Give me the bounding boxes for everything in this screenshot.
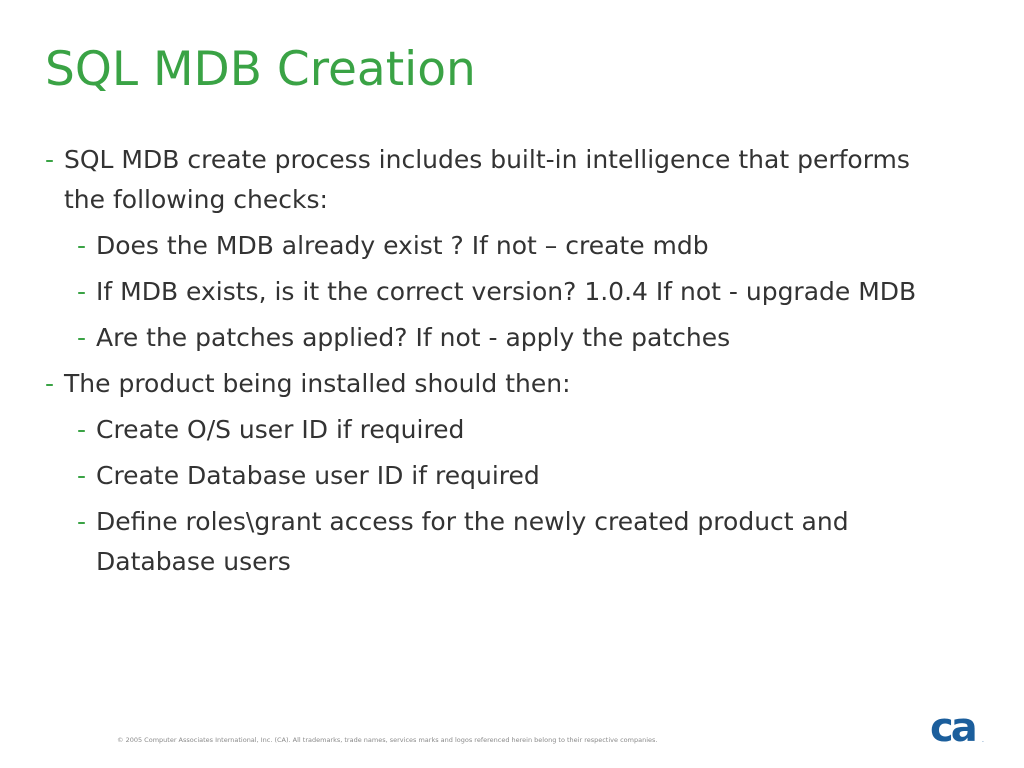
- sub-bullet-item: - Create O/S user ID if required: [45, 410, 925, 450]
- sub-bullet-item: - Define roles\grant access for the newl…: [45, 502, 925, 582]
- bullet-text: Create Database user ID if required: [96, 461, 540, 490]
- bullet-text: The product being installed should then:: [64, 369, 571, 398]
- bullet-dash: -: [77, 231, 87, 260]
- bullet-text: Define roles\grant access for the newly …: [96, 507, 849, 576]
- bullet-text: If MDB exists, is it the correct version…: [96, 277, 917, 306]
- bullet-dash: -: [77, 415, 87, 444]
- bullet-dash: -: [77, 323, 87, 352]
- bullet-dash: -: [45, 145, 55, 174]
- bullet-list: - SQL MDB create process includes built-…: [45, 140, 925, 588]
- sub-bullet-item: - If MDB exists, is it the correct versi…: [45, 272, 925, 312]
- bullet-dash: -: [77, 277, 87, 306]
- bullet-text: Are the patches applied? If not - apply …: [96, 323, 731, 352]
- bullet-dash: -: [77, 461, 87, 490]
- svg-text:.: .: [982, 737, 984, 744]
- bullet-text: Does the MDB already exist ? If not – cr…: [96, 231, 709, 260]
- bullet-item: - SQL MDB create process includes built-…: [45, 140, 925, 220]
- ca-logo: ca .: [930, 708, 984, 746]
- bullet-text: SQL MDB create process includes built-in…: [64, 145, 910, 214]
- sub-bullet-item: - Does the MDB already exist ? If not – …: [45, 226, 925, 266]
- bullet-dash: -: [45, 369, 55, 398]
- ca-logo-text: ca: [930, 708, 975, 746]
- sub-bullet-item: - Are the patches applied? If not - appl…: [45, 318, 925, 358]
- slide-title: SQL MDB Creation: [45, 42, 476, 97]
- copyright-footer: © 2005 Computer Associates International…: [117, 736, 658, 744]
- bullet-text: Create O/S user ID if required: [96, 415, 465, 444]
- bullet-dash: -: [77, 507, 87, 536]
- sub-bullet-item: - Create Database user ID if required: [45, 456, 925, 496]
- bullet-item: - The product being installed should the…: [45, 364, 925, 404]
